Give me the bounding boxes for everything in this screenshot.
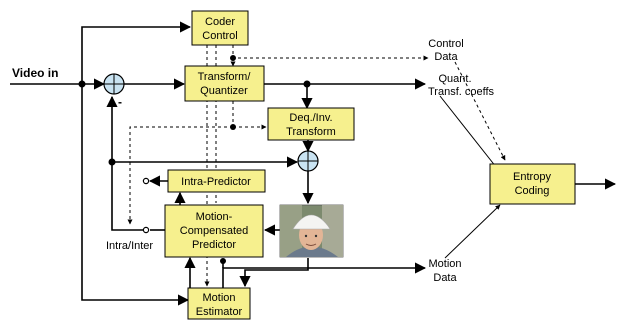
- inter-switch-terminal: [142, 226, 150, 234]
- input-to-coder-control: [81, 21, 192, 84]
- video-in-label: Video in: [12, 66, 58, 80]
- entropy-coding-line1: Entropy: [513, 171, 551, 183]
- intra-inter-label: Intra/Inter: [106, 240, 153, 252]
- junction-control: [230, 55, 236, 61]
- person-with-hard-hat-photo: [279, 204, 344, 258]
- frame-to-me-arrow: [239, 258, 309, 288]
- motion-data-line2: Data: [433, 272, 457, 284]
- mc-predictor-line1: Motion-: [196, 211, 233, 223]
- control-data-line1: Control: [428, 38, 463, 50]
- input-to-motion-estimator: [81, 84, 190, 306]
- deq-inv-transform-line1: Deq./Inv.: [289, 112, 332, 124]
- control-data-dashed: [232, 45, 429, 61]
- coder-control-line2: Control: [202, 30, 237, 42]
- prediction-to-recon-adder: [111, 156, 299, 231]
- motion-data-arrow: [222, 262, 427, 290]
- motion-estimator-block: Motion Estimator: [187, 287, 251, 320]
- coder-control-block: Coder Control: [191, 10, 249, 46]
- input-adder: [103, 73, 125, 95]
- intra-switch-terminal: [142, 177, 150, 185]
- motion-estimator-line1: Motion: [202, 292, 235, 304]
- deq-inv-transform-block: Deq./Inv. Transform: [267, 107, 355, 141]
- intra-predictor-block: Intra-Predictor: [167, 169, 266, 193]
- transform-quantizer-line1: Transform/: [198, 71, 252, 83]
- mc-predictor-line3: Predictor: [192, 239, 236, 251]
- connections: [10, 21, 617, 306]
- quant-coeffs-line2: Transf. coeffs: [428, 86, 495, 98]
- control-data-line2: Data: [434, 51, 458, 63]
- control-to-switch-dashed: [127, 126, 233, 225]
- transform-quantizer-block: Transform/ Quantizer: [184, 65, 265, 102]
- reconstruction-adder: [297, 150, 319, 172]
- junction-coeffs: [303, 80, 311, 88]
- mc-predictor-line2: Compensated: [180, 225, 249, 237]
- control-to-entropy-dashed: [454, 61, 506, 161]
- motion-compensated-predictor-block: Motion- Compensated Predictor: [164, 204, 264, 258]
- entropy-coding-block: Entropy Coding: [489, 163, 576, 205]
- motion-to-entropy: [444, 204, 501, 259]
- deq-inv-transform-line2: Transform: [286, 126, 336, 138]
- minus-sign: -: [118, 95, 122, 109]
- transform-quantizer-line2: Quantizer: [200, 85, 248, 97]
- quant-coeffs-line1: Quant.: [438, 73, 471, 85]
- junction-prediction: [108, 158, 116, 166]
- coeffs-to-entropy: [439, 95, 501, 173]
- intra-predictor-label: Intra-Predictor: [181, 176, 251, 188]
- motion-data-line1: Motion: [428, 258, 461, 270]
- entropy-coding-line2: Coding: [515, 185, 550, 197]
- junction-control-deq: [230, 124, 236, 130]
- junction-input: [78, 80, 86, 88]
- motion-estimator-line2: Estimator: [196, 306, 243, 318]
- junction-motion-data: [220, 258, 226, 264]
- coder-control-line1: Coder: [205, 16, 235, 28]
